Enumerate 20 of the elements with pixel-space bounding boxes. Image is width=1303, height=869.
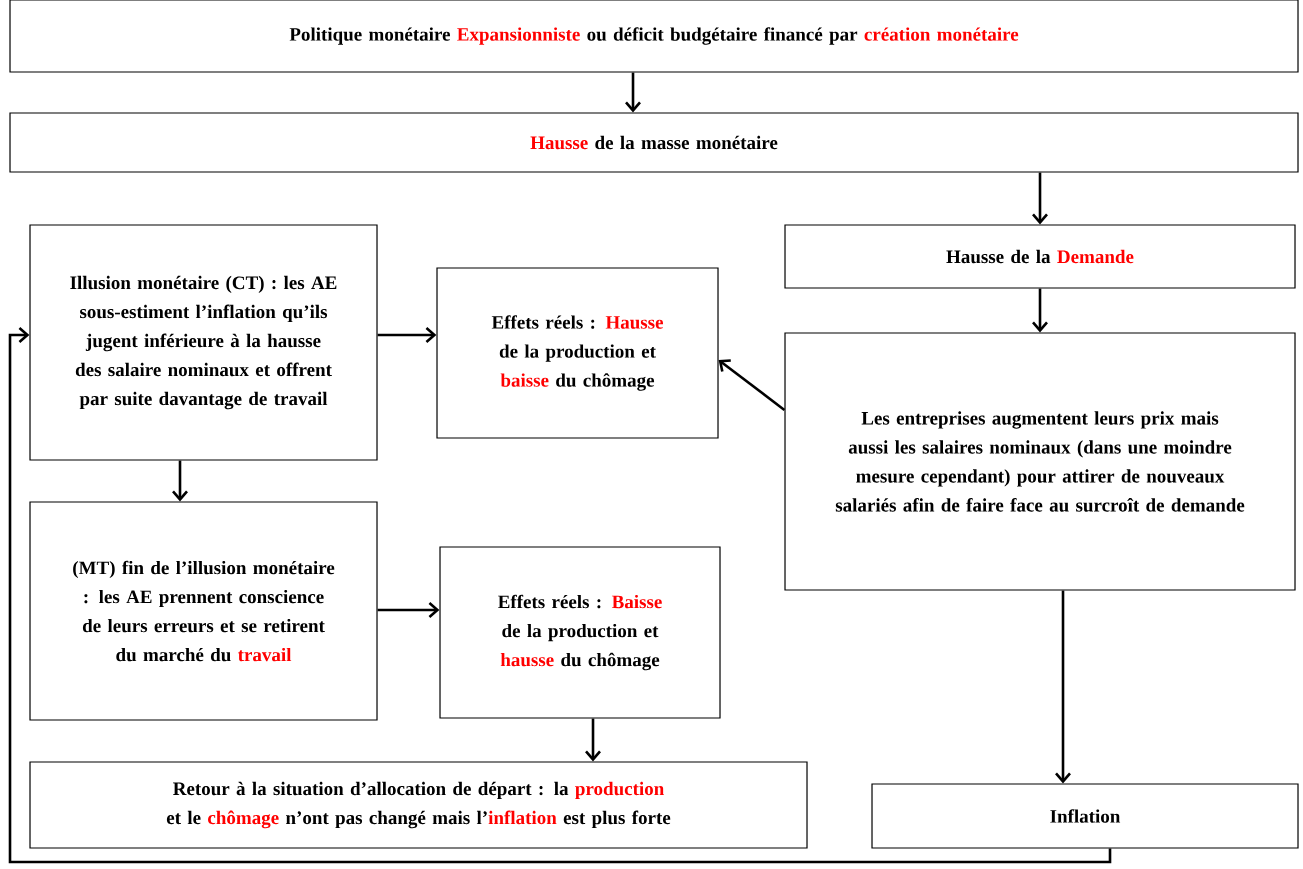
process-box: (MT) fin de l’illusion monétaire : les AE prennent conscience de leurs erreurs et se retirent du marché du travail: [29, 501, 378, 721]
arrow: [625, 72, 641, 113]
process-box: Retour à la situation d’allocation de départ : la production et le chômage n’ont pas changé mais l’inflation est plus forte: [29, 761, 808, 849]
process-box: Inflation: [871, 783, 1299, 849]
process-box: Illusion monétaire (CT) : les AE sous-estiment l’inflation qu’ils jugent inférieure à la hausse des salaire nominaux et offrent par suite davantage de travail: [29, 224, 378, 461]
arrow: [1055, 590, 1071, 784]
arrow: [8, 327, 1112, 864]
process-box: Politique monétaire Expansionniste ou déficit budgétaire financé par création monétaire: [9, 0, 1299, 73]
arrow: [1032, 288, 1048, 333]
arrow: [172, 460, 188, 502]
arrow: [377, 327, 437, 343]
arrow: [1032, 172, 1048, 225]
arrow: [718, 359, 786, 412]
process-box: Les entreprises augmentent leurs prix mais aussi les salaires nominaux (dans une moindre mesure cependant) pour attirer de nouveaux salariés afin de faire face au surcroît de demande: [784, 332, 1296, 591]
process-box: Effets réels : Hausse de la production et baisse du chômage: [436, 267, 719, 439]
process-box: Hausse de la masse monétaire: [9, 112, 1299, 173]
arrow: [585, 718, 601, 762]
process-box: Hausse de la Demande: [784, 224, 1296, 289]
process-box: Effets réels : Baisse de la production et hausse du chômage: [439, 546, 721, 719]
arrow: [377, 602, 440, 618]
